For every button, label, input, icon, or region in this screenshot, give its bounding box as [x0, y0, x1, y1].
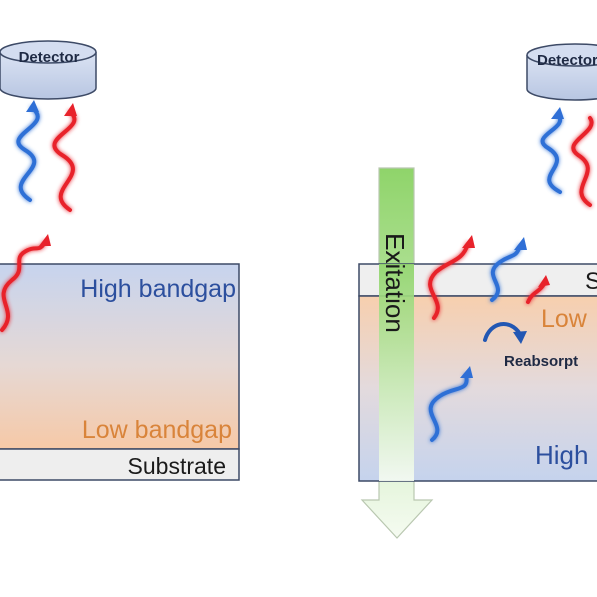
- detector-top: [526, 43, 597, 67]
- excitation-arrow-overlay: [379, 264, 414, 481]
- left-panel: Detector High bandgap Low bandgap Substr…: [0, 40, 240, 481]
- blue-arrowhead-left: [26, 100, 39, 112]
- blue-wave-left: [16, 106, 40, 202]
- right-panel: Detector Exitation S Low Reabsorpt High: [358, 43, 597, 482]
- blue-arrowhead-exit-right: [514, 237, 527, 250]
- high-bandgap-label-right: High: [535, 440, 588, 470]
- red-wave-left: [52, 110, 77, 212]
- excitation-label-overlay: Exitation: [380, 233, 410, 333]
- red-wave-exit-left: [0, 240, 47, 332]
- emitted-photons-left: [16, 100, 77, 212]
- red-arrowhead-exit-right-1: [462, 235, 475, 248]
- red-arrowhead-exit-right-2: [538, 275, 550, 287]
- red-wave-right: [571, 116, 594, 207]
- detector-body: [0, 52, 97, 100]
- low-bandgap-label: Low bandgap: [82, 416, 232, 444]
- reabsorption-arrow: [483, 322, 522, 342]
- detector-top: [0, 40, 97, 64]
- top-layer-label: S: [585, 268, 597, 295]
- reabsorption-arrowhead: [513, 331, 527, 344]
- detector-right: Detector: [526, 43, 597, 101]
- blue-wave-exit-right: [490, 244, 522, 302]
- layer-stack-left: [0, 263, 240, 450]
- low-bandgap-label-right: Low: [541, 305, 588, 333]
- detector-label: Detector: [537, 52, 597, 69]
- blue-wave-inside-right: [428, 373, 469, 442]
- detector-label: Detector: [19, 49, 80, 66]
- red-wave-exit-right-1: [428, 242, 470, 320]
- substrate-left: [0, 448, 240, 481]
- blue-arrowhead-right: [551, 107, 564, 119]
- red-arrowhead-exit-left: [39, 234, 51, 246]
- red-arrowhead-left: [64, 103, 77, 116]
- substrate-label: Substrate: [128, 453, 226, 479]
- detector-left: Detector: [0, 40, 97, 100]
- high-bandgap-label: High bandgap: [80, 275, 236, 303]
- emitted-photons-right: [540, 107, 594, 207]
- reabsorption-label: Reabsorpt: [504, 353, 578, 370]
- blue-wave-right: [540, 113, 563, 194]
- blue-arrowhead-inside-right: [460, 366, 473, 378]
